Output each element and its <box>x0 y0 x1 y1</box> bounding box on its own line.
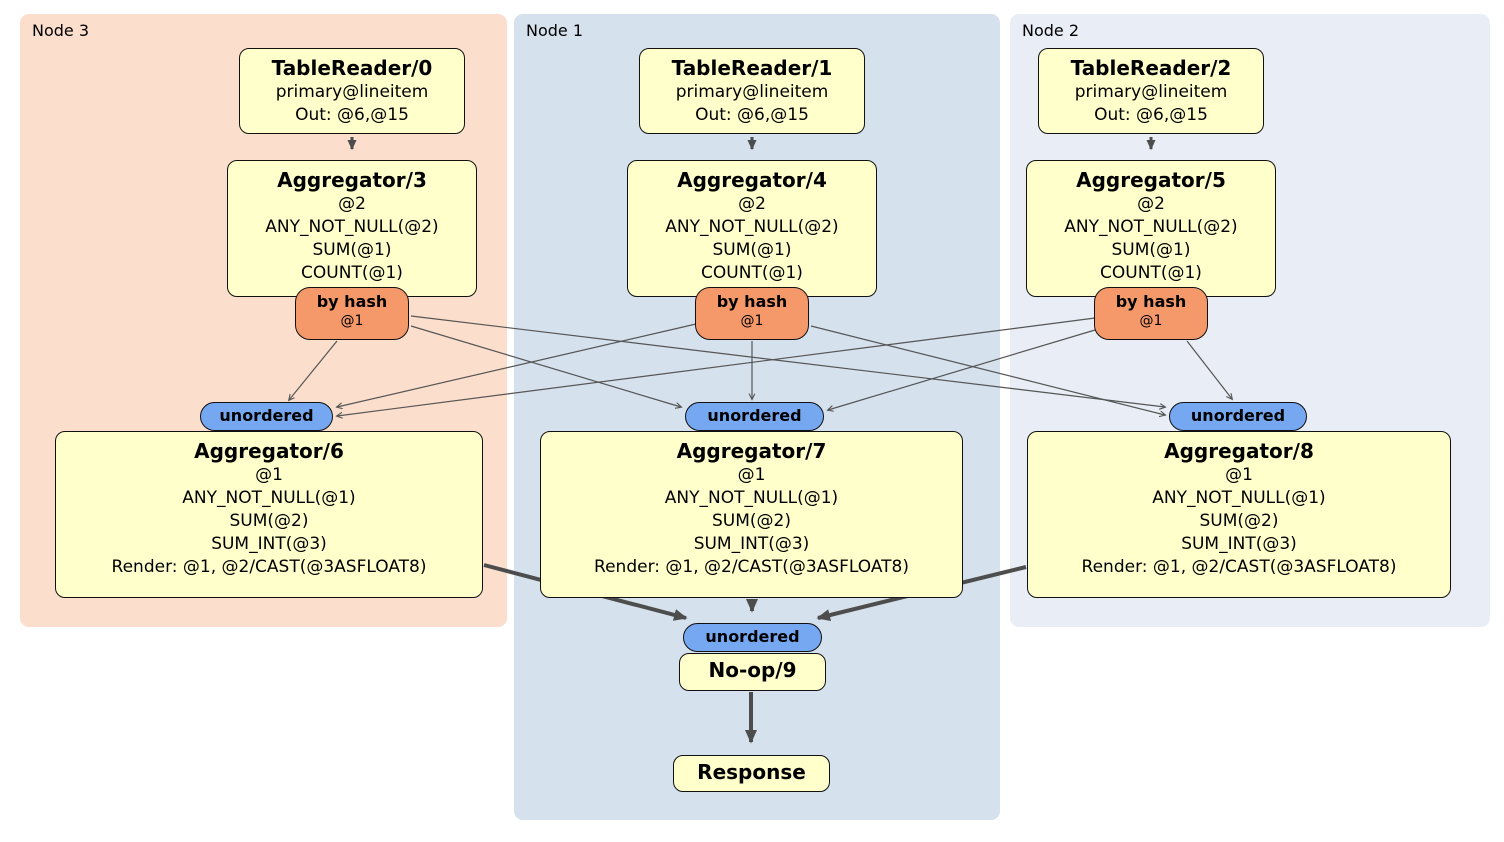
table-reader-2-index: primary@lineitem <box>1074 82 1228 102</box>
aggregator-3-agg2: SUM(@1) <box>312 240 392 260</box>
aggregator-6-group: @1 <box>255 465 283 485</box>
aggregator-5-agg2: SUM(@1) <box>1111 240 1191 260</box>
router-by-hash-0: by hash @1 <box>295 287 409 340</box>
router-by-hash-1: by hash @1 <box>695 287 809 340</box>
table-reader-1: TableReader/1 primary@lineitem Out: @6,@… <box>639 48 865 134</box>
router-by-hash-1-key: @1 <box>740 313 764 329</box>
aggregator-8-agg2: SUM(@2) <box>1199 511 1279 531</box>
aggregator-7-group: @1 <box>737 465 766 485</box>
router-by-hash-0-label: by hash <box>316 292 388 311</box>
aggregator-3-agg3: COUNT(@1) <box>301 263 403 283</box>
stream-unordered-1: unordered <box>685 402 824 431</box>
aggregator-3-title: Aggregator/3 <box>277 168 427 192</box>
aggregator-7-render: Render: @1, @2/CAST(@3ASFLOAT8) <box>594 557 909 577</box>
aggregator-3-agg1: ANY_NOT_NULL(@2) <box>265 217 439 237</box>
table-reader-2: TableReader/2 primary@lineitem Out: @6,@… <box>1038 48 1264 134</box>
aggregator-5-agg3: COUNT(@1) <box>1100 263 1202 283</box>
response-title: Response <box>697 760 806 784</box>
aggregator-5: Aggregator/5 @2 ANY_NOT_NULL(@2) SUM(@1)… <box>1026 160 1276 297</box>
table-reader-1-title: TableReader/1 <box>671 56 833 80</box>
aggregator-4: Aggregator/4 @2 ANY_NOT_NULL(@2) SUM(@1)… <box>627 160 877 297</box>
table-reader-0-out: Out: @6,@15 <box>295 105 409 125</box>
node-panel-3-label: Node 3 <box>32 21 90 40</box>
aggregator-8: Aggregator/8 @1 ANY_NOT_NULL(@1) SUM(@2)… <box>1027 431 1451 598</box>
reader-aggregator-arrows <box>347 137 1156 151</box>
aggregator-7-agg2: SUM(@2) <box>712 511 791 531</box>
aggregator-4-agg1: ANY_NOT_NULL(@2) <box>665 217 839 237</box>
aggregator-5-title: Aggregator/5 <box>1076 168 1226 192</box>
aggregator-7-agg1: ANY_NOT_NULL(@1) <box>664 488 839 508</box>
aggregator-7-agg3: SUM_INT(@3) <box>693 534 810 554</box>
aggregator-8-title: Aggregator/8 <box>1164 439 1314 463</box>
aggregator-4-agg3: COUNT(@1) <box>701 263 803 283</box>
aggregator-7-title: Aggregator/7 <box>676 439 827 463</box>
response: Response <box>673 755 830 792</box>
aggregator-6-agg2: SUM(@2) <box>229 511 309 531</box>
aggregator-4-title: Aggregator/4 <box>677 168 827 192</box>
table-reader-0: TableReader/0 primary@lineitem Out: @6,@… <box>239 48 465 134</box>
node-panel-1-label: Node 1 <box>526 21 584 40</box>
aggregator-6-agg1: ANY_NOT_NULL(@1) <box>182 488 356 508</box>
router-by-hash-1-label: by hash <box>716 292 788 311</box>
aggregator-8-group: @1 <box>1225 465 1253 485</box>
stream-unordered-final: unordered <box>683 623 822 652</box>
table-reader-2-out: Out: @6,@15 <box>1094 105 1208 125</box>
stream-unordered-0: unordered <box>200 402 333 431</box>
table-reader-0-index: primary@lineitem <box>275 82 429 102</box>
aggregator-8-render: Render: @1, @2/CAST(@3ASFLOAT8) <box>1081 557 1397 577</box>
table-reader-2-title: TableReader/2 <box>1070 56 1232 80</box>
table-reader-1-out: Out: @6,@15 <box>695 105 809 125</box>
aggregator-3-group: @2 <box>338 194 366 214</box>
aggregator-7: Aggregator/7 @1 ANY_NOT_NULL(@1) SUM(@2)… <box>540 431 963 598</box>
aggregator-8-agg1: ANY_NOT_NULL(@1) <box>1152 488 1326 508</box>
aggregator-6-title: Aggregator/6 <box>194 439 344 463</box>
aggregator-4-group: @2 <box>738 194 766 214</box>
aggregator-4-agg2: SUM(@1) <box>712 240 792 260</box>
router-by-hash-2: by hash @1 <box>1094 287 1208 340</box>
aggregator-6-agg3: SUM_INT(@3) <box>211 534 327 554</box>
stream-unordered-2: unordered <box>1169 402 1307 431</box>
aggregator-5-agg1: ANY_NOT_NULL(@2) <box>1064 217 1238 237</box>
aggregator-8-agg3: SUM_INT(@3) <box>1181 534 1297 554</box>
router-by-hash-0-key: @1 <box>340 313 364 329</box>
aggregator-3: Aggregator/3 @2 ANY_NOT_NULL(@2) SUM(@1)… <box>227 160 477 297</box>
noop-9-title: No-op/9 <box>708 658 797 682</box>
table-reader-1-index: primary@lineitem <box>675 82 829 102</box>
noop-9: No-op/9 <box>679 653 826 691</box>
aggregator-6-render: Render: @1, @2/CAST(@3ASFLOAT8) <box>111 557 427 577</box>
router-by-hash-2-key: @1 <box>1139 313 1163 329</box>
node-panel-2-label: Node 2 <box>1022 21 1080 40</box>
aggregator-5-group: @2 <box>1137 194 1165 214</box>
router-by-hash-2-label: by hash <box>1115 292 1187 311</box>
router-stream-edges <box>289 315 1232 416</box>
aggregator-6: Aggregator/6 @1 ANY_NOT_NULL(@1) SUM(@2)… <box>55 431 483 598</box>
table-reader-0-title: TableReader/0 <box>271 56 433 80</box>
